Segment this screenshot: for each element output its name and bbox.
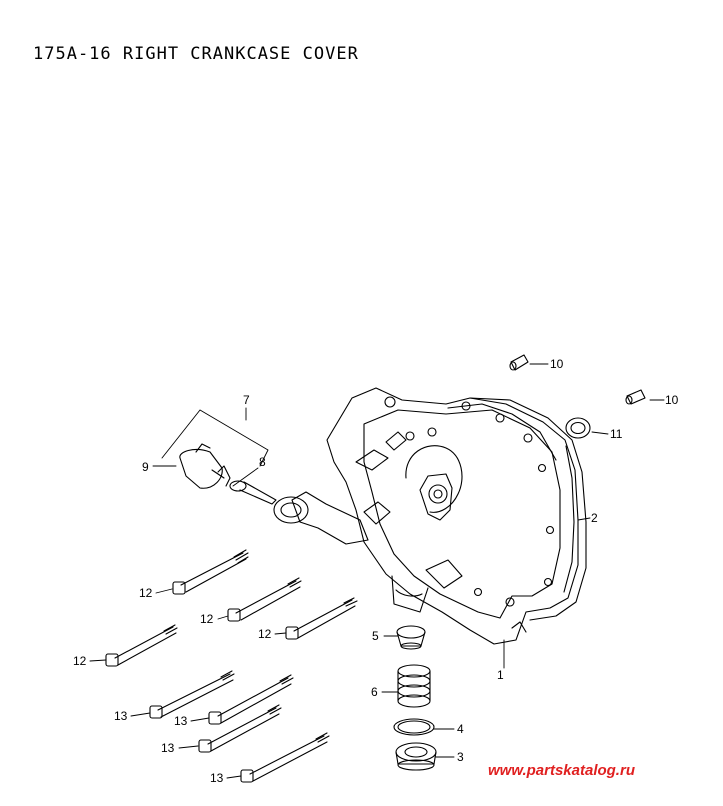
o-ring	[393, 718, 435, 736]
bolt-13-d	[240, 732, 330, 783]
callout-12-a: 12	[139, 586, 153, 600]
callout-13-d: 13	[210, 771, 224, 785]
callouts: 1 2 3 4 5 6 7 8 9 10 10 11 12 12 12 12 1…	[73, 357, 679, 785]
bolt-12-c	[285, 597, 358, 640]
callout-9: 9	[142, 460, 149, 474]
bolt-13-a	[149, 670, 235, 719]
crankcase-cover	[273, 387, 579, 645]
callout-2: 2	[591, 511, 598, 525]
bolt-12-b	[227, 577, 302, 622]
callout-4: 4	[457, 722, 464, 736]
callout-13-b: 13	[174, 714, 188, 728]
callout-12-c: 12	[258, 627, 272, 641]
callout-6: 6	[371, 685, 378, 699]
dowel-pin-upper	[509, 354, 529, 371]
callout-12-d: 12	[73, 654, 87, 668]
callout-3: 3	[457, 750, 464, 764]
callout-11: 11	[610, 427, 623, 441]
oil-seal	[565, 417, 591, 439]
callout-8: 8	[259, 455, 266, 469]
bolt-12-a	[172, 549, 249, 595]
spring	[397, 664, 431, 708]
callout-5: 5	[372, 629, 379, 643]
callout-13-a: 13	[114, 709, 128, 723]
watermark: www.partskatalog.ru	[488, 762, 635, 779]
drain-plug	[395, 742, 437, 771]
callout-1: 1	[497, 668, 504, 682]
diagram-title: 175A-16 RIGHT CRANKCASE COVER	[33, 44, 359, 64]
leader-lines	[89, 363, 665, 779]
callout-10-right: 10	[665, 393, 679, 407]
oil-filler-cap	[179, 443, 231, 489]
callout-7: 7	[243, 393, 250, 407]
bolt-12-d	[105, 624, 178, 667]
bolt-13-c	[198, 704, 282, 753]
bolt-13-b	[208, 674, 294, 725]
dipstick	[229, 480, 277, 505]
callout-13-c: 13	[161, 741, 175, 755]
gasket	[469, 397, 587, 621]
strainer-cap	[396, 625, 426, 650]
callout-10-upper: 10	[550, 357, 564, 371]
callout-12-b: 12	[200, 612, 214, 626]
dowel-pin-right	[625, 389, 646, 405]
